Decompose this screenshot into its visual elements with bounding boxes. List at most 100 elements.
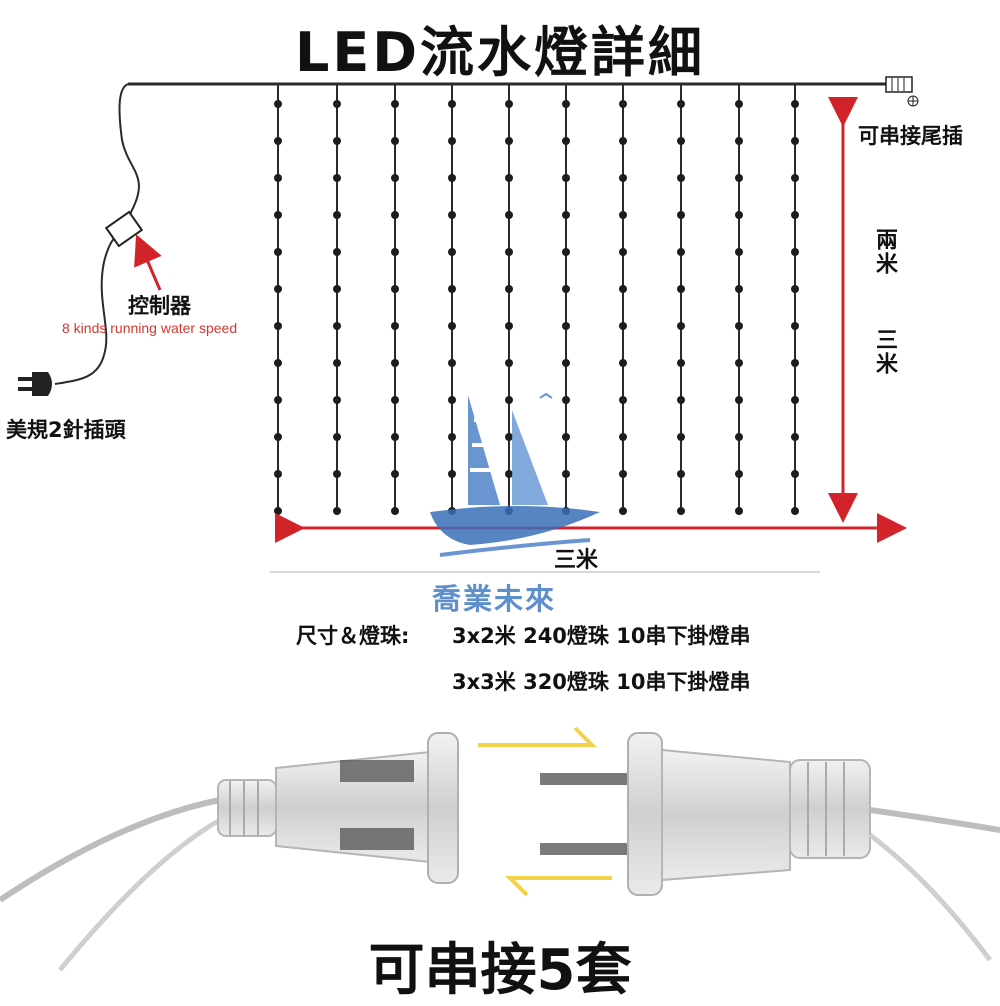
led-bead <box>619 507 627 515</box>
led-bead <box>619 396 627 404</box>
led-bead <box>791 248 799 256</box>
led-bead <box>333 248 341 256</box>
led-bead <box>735 285 743 293</box>
led-bead <box>505 322 513 330</box>
led-bead <box>448 100 456 108</box>
led-bead <box>333 359 341 367</box>
led-bead <box>735 248 743 256</box>
led-bead <box>677 359 685 367</box>
led-bead <box>505 211 513 219</box>
led-bead <box>333 285 341 293</box>
led-bead <box>391 248 399 256</box>
led-bead <box>333 211 341 219</box>
controller-box-icon <box>104 210 144 248</box>
male-plug-photo <box>540 732 1000 962</box>
led-bead <box>619 285 627 293</box>
sailboat-logo-icon <box>430 392 600 557</box>
led-bead <box>677 174 685 182</box>
led-bead <box>391 359 399 367</box>
led-bead <box>448 433 456 441</box>
led-bead <box>274 507 282 515</box>
led-bead <box>391 174 399 182</box>
led-bead <box>333 396 341 404</box>
led-bead <box>391 470 399 478</box>
led-bead <box>735 433 743 441</box>
tail-plug-label: 可串接尾插 <box>858 124 963 148</box>
led-bead <box>791 137 799 145</box>
watermark-text: 喬業未來 <box>432 582 557 616</box>
spec-line-1: 3x2米 240燈珠 10串下掛燈串 <box>452 624 751 648</box>
led-bead <box>735 322 743 330</box>
swap-arrows <box>478 726 612 897</box>
led-bead <box>619 359 627 367</box>
led-bead <box>562 322 570 330</box>
led-bead <box>274 248 282 256</box>
led-bead <box>619 174 627 182</box>
led-bead <box>677 248 685 256</box>
led-bead <box>677 322 685 330</box>
led-bead <box>735 211 743 219</box>
led-bead <box>791 433 799 441</box>
led-bead <box>333 137 341 145</box>
led-bead <box>677 396 685 404</box>
female-plug-photo <box>0 732 459 972</box>
led-bead <box>274 433 282 441</box>
spec-prefix: 尺寸＆燈珠: <box>296 624 410 648</box>
led-bead <box>562 174 570 182</box>
led-bead <box>619 433 627 441</box>
led-bead <box>505 433 513 441</box>
height-label-3m: 三米 <box>872 328 897 376</box>
led-bead <box>791 211 799 219</box>
plug-label: 美規2針插頭 <box>6 418 126 442</box>
led-bead <box>333 322 341 330</box>
led-bead <box>333 100 341 108</box>
led-bead <box>274 359 282 367</box>
led-bead <box>391 322 399 330</box>
led-bead <box>448 470 456 478</box>
led-bead <box>448 396 456 404</box>
led-bead <box>448 137 456 145</box>
controller-arrow <box>134 234 162 291</box>
led-bead <box>619 248 627 256</box>
led-bead <box>735 100 743 108</box>
page-title: LED流水燈詳細 <box>294 21 706 84</box>
led-bead <box>562 211 570 219</box>
led-bead <box>562 100 570 108</box>
led-bead <box>391 396 399 404</box>
speed-note: 8 kinds running water speed <box>62 320 238 336</box>
led-bead <box>448 174 456 182</box>
led-bead <box>791 470 799 478</box>
controller-label: 控制器 <box>128 294 191 318</box>
led-bead <box>791 285 799 293</box>
led-bead <box>274 211 282 219</box>
led-bead <box>274 174 282 182</box>
led-bead <box>735 359 743 367</box>
tail-connector-icon <box>885 76 919 107</box>
led-bead <box>391 100 399 108</box>
led-bead <box>562 359 570 367</box>
led-bead <box>619 100 627 108</box>
led-bead <box>735 137 743 145</box>
led-bead <box>391 211 399 219</box>
led-bead <box>791 100 799 108</box>
led-bead <box>791 507 799 515</box>
led-bead <box>391 285 399 293</box>
led-bead <box>448 359 456 367</box>
led-bead <box>791 174 799 182</box>
led-bead <box>619 211 627 219</box>
led-bead <box>735 174 743 182</box>
led-bead <box>677 285 685 293</box>
led-bead <box>391 507 399 515</box>
height-label-2m: 兩米 <box>872 228 897 276</box>
led-bead <box>391 137 399 145</box>
led-bead <box>505 248 513 256</box>
led-bead <box>562 396 570 404</box>
led-bead <box>333 507 341 515</box>
led-bead <box>505 174 513 182</box>
led-bead <box>677 470 685 478</box>
two-pin-plug-icon <box>18 372 52 396</box>
width-label: 三米 <box>554 548 599 573</box>
led-bead <box>448 248 456 256</box>
led-bead <box>274 137 282 145</box>
